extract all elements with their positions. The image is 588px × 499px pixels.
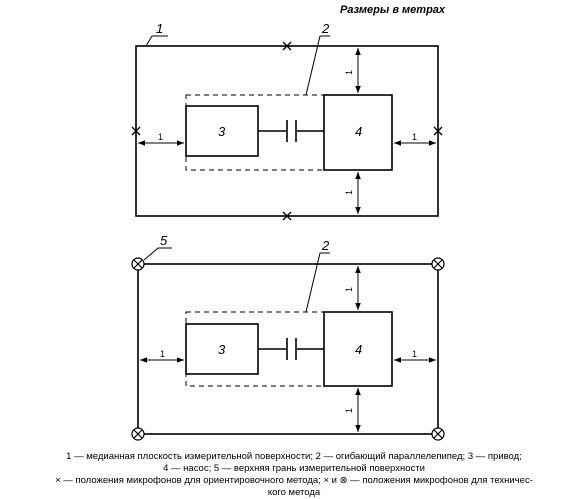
caption-line-3: × — положения микрофонов для ориентирово…	[55, 475, 533, 486]
dim-label-bottom: 1	[344, 408, 354, 413]
mic-x-icon	[282, 211, 292, 221]
caption-line-1: 1 — медианная плоскость измерительной по…	[66, 451, 522, 462]
dim-label-top: 1	[344, 287, 354, 292]
leader-2	[305, 252, 321, 313]
leader-2	[305, 35, 321, 96]
pump-box	[323, 94, 393, 171]
mic-circle-x-icon	[431, 427, 445, 441]
mic-circle-x-icon	[131, 427, 145, 441]
label-1: 1	[156, 21, 163, 36]
label-2: 2	[321, 238, 330, 253]
label-4: 4	[355, 124, 362, 139]
diagram-top-text: 1 2 3 4 1 1 1 1	[156, 21, 417, 195]
dim-label-bottom: 1	[344, 190, 354, 195]
dim-label-left: 1	[158, 132, 163, 142]
caption-line-4: кого метода	[267, 487, 321, 498]
mic-x-icon	[433, 126, 443, 136]
label-3: 3	[218, 342, 226, 357]
dim-label-right: 1	[412, 132, 417, 142]
label-2: 2	[321, 21, 330, 36]
diagram-top	[131, 35, 443, 221]
label-5: 5	[160, 233, 168, 248]
units-note: Размеры в метрах	[340, 4, 446, 16]
mic-circle-x-icon	[131, 257, 145, 271]
dim-label-right: 1	[412, 349, 417, 359]
caption-line-2: 4 — насос; 5 — верхняя грань измерительн…	[163, 463, 425, 474]
diagram-bottom	[131, 247, 445, 441]
mic-x-icon	[282, 41, 292, 51]
figure-caption: 1 — медианная плоскость измерительной по…	[8, 451, 580, 499]
mic-x-icon	[131, 126, 141, 136]
label-4: 4	[355, 342, 362, 357]
diagram-bottom-text: 5 2 3 4 1 1 1 1	[160, 233, 417, 413]
label-3: 3	[218, 124, 226, 139]
leader-5	[143, 247, 159, 261]
mic-circle-x-icon	[431, 257, 445, 271]
leader-1	[145, 35, 153, 47]
dim-label-top: 1	[344, 70, 354, 75]
dim-label-left: 1	[160, 349, 165, 359]
top-face-rect	[137, 263, 439, 435]
